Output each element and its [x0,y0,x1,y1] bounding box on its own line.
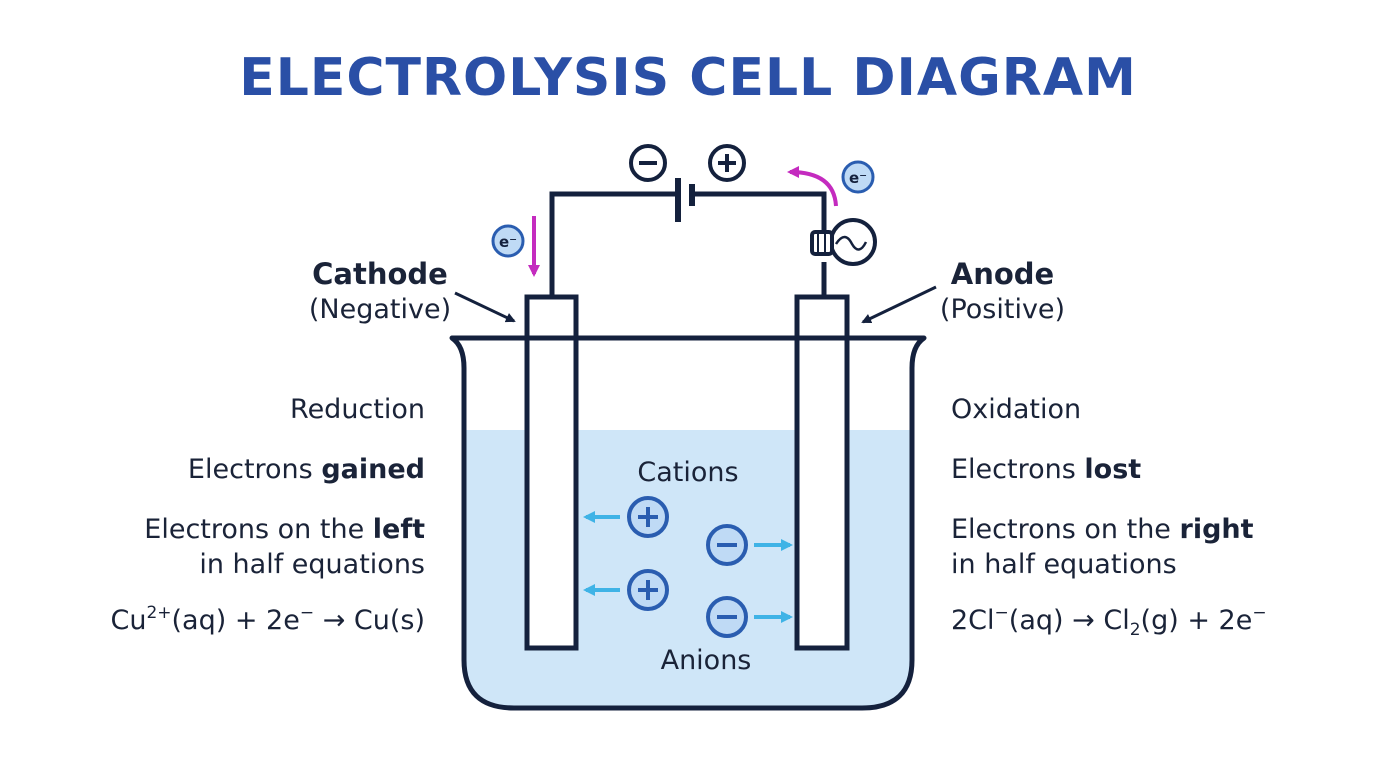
page-title: ELECTROLYSIS CELL DIAGRAM [239,48,1137,108]
cathode-electron-change: Electrons gained [187,454,425,485]
beaker [449,335,927,711]
cathode-process: Reduction [290,394,425,425]
cations-label: Cations [637,457,739,488]
cathode-polarity: (Negative) [308,294,452,325]
battery-positive-terminal-icon [708,144,746,182]
circuit-wire [549,191,827,297]
cathode-electrode [524,294,579,651]
anions-label: Anions [660,645,752,676]
anion-icon [706,596,748,638]
electron-badge-right: e⁻ [841,160,875,194]
cathode-electron-position: Electrons on the left [144,514,425,545]
anode-half-equation: 2Cl−(aq) → Cl2(g) + 2e− [951,603,1267,640]
cathode-label: Cathode [312,257,448,291]
anode-electrode [794,294,850,651]
cathode-electron-position-suffix: in half equations [199,549,425,580]
light-bulb-icon [810,218,877,266]
cation-icon [627,496,669,538]
electron-badge-left: e⁻ [491,224,525,258]
anode-electron-position: Electrons on the right [951,514,1254,545]
anode-label: Anode [950,257,1055,291]
battery-symbol [675,178,695,222]
electron-flow-arrow-anode [787,166,838,207]
electron-label: e⁻ [849,169,867,187]
cation-icon [627,569,669,611]
anode-polarity: (Positive) [939,294,1066,325]
electron-label: e⁻ [499,233,517,251]
anode-electron-change: Electrons lost [951,454,1142,485]
anode-pointer-arrow [861,285,937,324]
cathode-pointer-arrow [454,291,516,323]
anode-process: Oxidation [951,394,1082,425]
battery-negative-terminal-icon [629,144,667,182]
cathode-half-equation: Cu2+(aq) + 2e− → Cu(s) [110,603,425,637]
anion-icon [706,524,748,566]
anode-electron-position-suffix: in half equations [951,549,1177,580]
